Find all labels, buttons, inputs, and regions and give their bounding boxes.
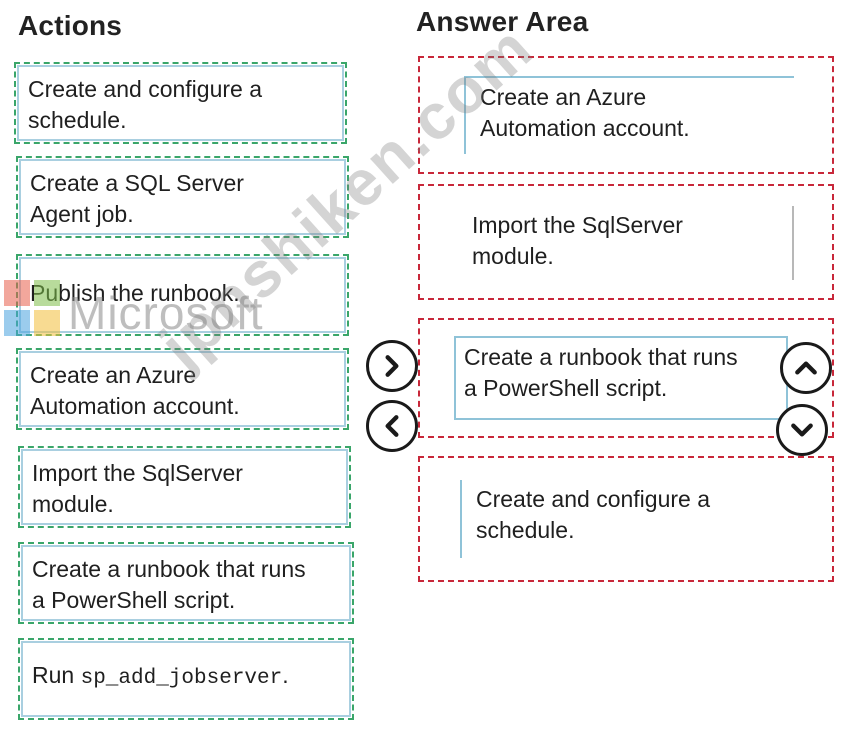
action-item-create-powershell-runbook[interactable]: Create a runbook that runs a PowerShell … [18,542,354,624]
action-item-label: Import the SqlServer [32,460,243,486]
action-item-run-sp-add-jobserver[interactable]: Run sp_add_jobserver. [18,638,354,720]
action-item-label: schedule. [28,107,127,133]
microsoft-logo-watermark: Microsoft [4,278,294,342]
logo-square-green [34,280,60,306]
answer-item-create-schedule[interactable]: Create and configure a schedule. [460,480,790,558]
action-item-label: a PowerShell script. [32,587,236,613]
action-item-import-sqlserver-module[interactable]: Import the SqlServer module. [18,446,351,528]
chevron-down-icon [791,423,813,437]
action-item-label: Automation account. [30,393,240,419]
action-item-label: Agent job. [30,201,134,227]
action-item-label: . [282,662,289,688]
action-item-create-schedule[interactable]: Create and configure a schedule. [14,62,347,144]
move-right-button[interactable] [366,340,418,392]
action-item-label: Create a runbook that runs [32,556,306,582]
move-up-button[interactable] [780,342,832,394]
answer-item-label: Import the SqlServer [472,212,683,238]
action-item-publish-runbook[interactable]: Publish the runbook. [16,254,349,336]
answer-item-label: a PowerShell script. [464,375,668,401]
actions-heading: Actions [18,10,123,41]
action-item-label: module. [32,491,114,517]
answer-slot-3[interactable]: Create a runbook that runs a PowerShell … [418,318,834,438]
action-item-label: Create and configure a [28,76,262,102]
chevron-right-icon [385,355,399,377]
move-down-button[interactable] [776,404,828,456]
answer-item-label: module. [472,243,554,269]
answer-item-create-powershell-runbook[interactable]: Create a runbook that runs a PowerShell … [454,336,788,420]
logo-wordmark: Microsoft [68,287,264,339]
answer-slot-4[interactable]: Create and configure a schedule. [418,456,834,582]
action-item-label: Publish the runbook. [30,280,240,306]
action-item-create-sql-agent-job[interactable]: Create a SQL Server Agent job. [16,156,349,238]
answer-area-heading: Answer Area [416,6,589,37]
chevron-left-icon [385,415,399,437]
answer-item-import-sqlserver-module[interactable]: Import the SqlServer module. [460,206,794,280]
answer-item-label: Create a runbook that runs [464,344,738,370]
answer-slot-2[interactable]: Import the SqlServer module. [418,184,834,300]
answer-item-label: Create an Azure [480,84,647,110]
code-snippet: sp_add_jobserver [80,667,283,690]
action-item-label: Create an Azure [30,362,197,388]
answer-item-label: schedule. [476,517,575,543]
answer-slot-1[interactable]: Create an Azure Automation account. [418,56,834,174]
answer-item-label: Create and configure a [476,486,710,512]
chevron-up-icon [795,361,817,375]
logo-square-blue [4,310,30,336]
answer-item-create-automation-account[interactable]: Create an Azure Automation account. [464,76,794,154]
action-item-label: Create a SQL Server [30,170,244,196]
logo-square-yellow [34,310,60,336]
action-item-create-automation-account[interactable]: Create an Azure Automation account. [16,348,349,430]
answer-item-label: Automation account. [480,115,690,141]
logo-square-red [4,280,30,306]
action-item-label: Run [32,662,81,688]
move-left-button[interactable] [366,400,418,452]
